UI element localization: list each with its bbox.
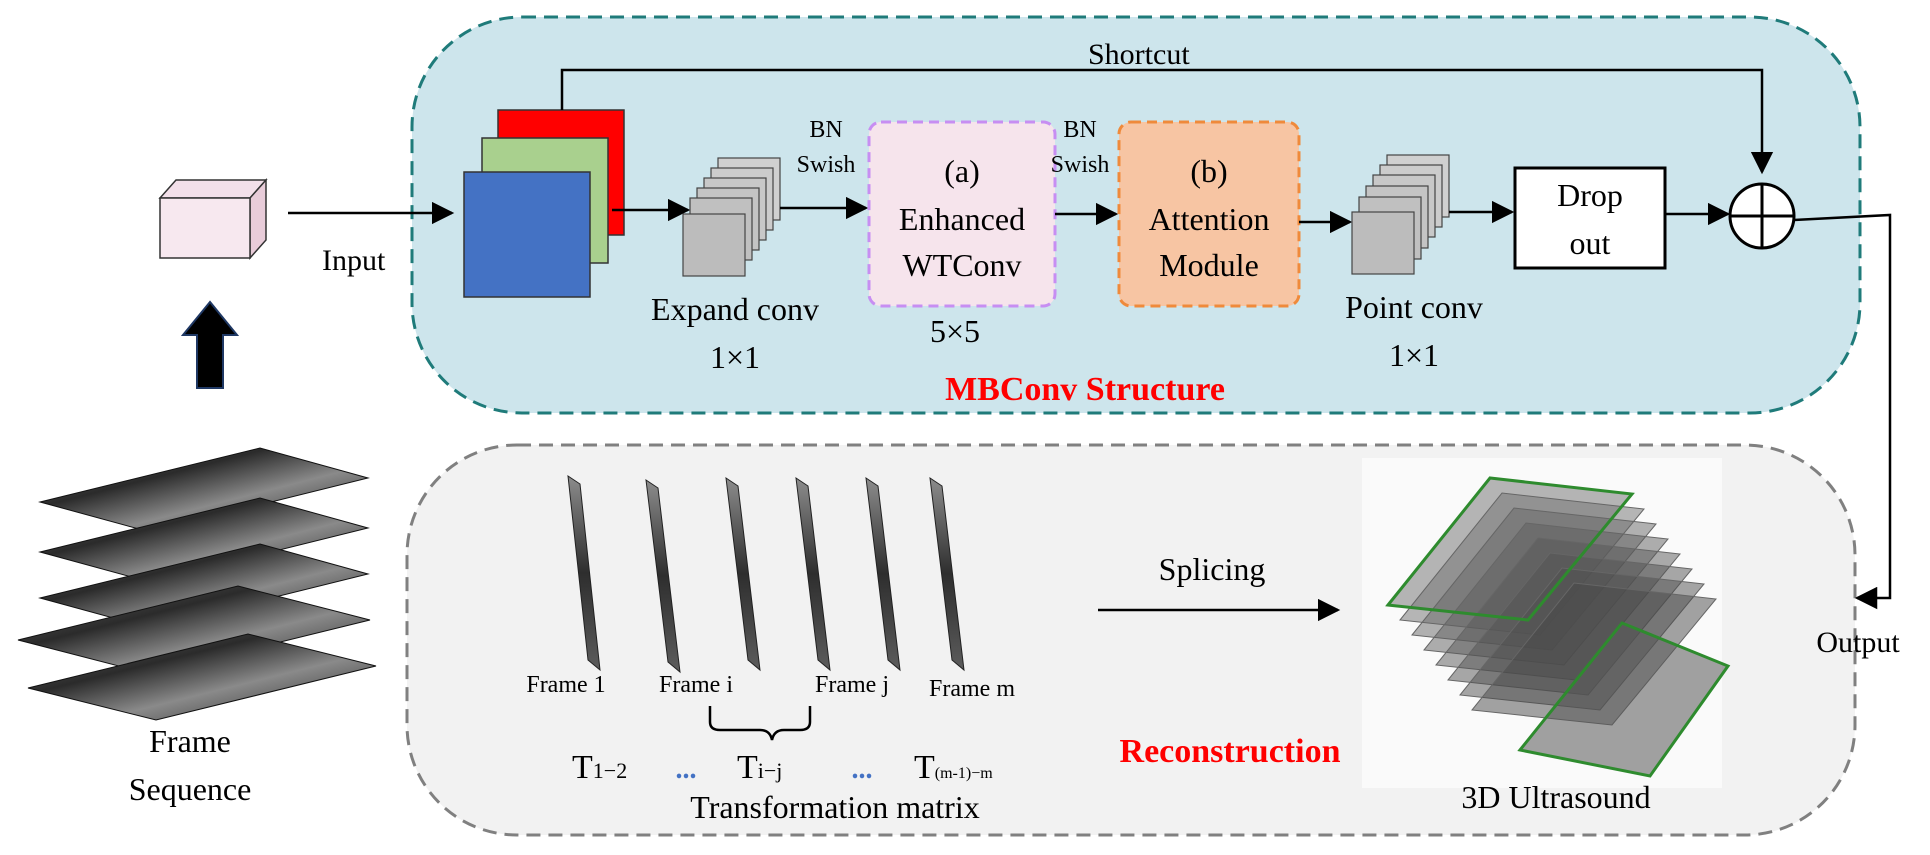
wtconv-line2: WTConv [902,247,1021,283]
up-arrow-icon [180,300,240,389]
point-conv-maps [1351,154,1450,275]
attention-line2: Module [1159,247,1259,283]
frame-label-m: Frame m [929,676,1015,702]
ultrasound-label: 3D Ultrasound [1461,779,1650,815]
mbconv-title: MBConv Structure [945,371,1225,408]
frame-sequence-line2: Sequence [129,771,252,807]
output-connection [1793,213,1892,610]
wtconv-kernel: 5×5 [930,313,980,349]
frame-label-i: Frame i [659,672,733,698]
expand-conv-label: Expand conv [651,291,819,327]
frame-label-j: Frame j [815,672,889,698]
frame-brace [708,706,812,741]
add-operator-icon [1728,182,1796,250]
dropout-line1: Drop [1557,177,1623,213]
wtconv-tag: (a) [944,153,980,189]
attention-module-block [1117,120,1301,308]
shortcut-connection [560,68,1774,175]
input-feature-maps [463,109,625,298]
swish-label-1: Swish [797,152,856,178]
transformation-label: Transformation matrix [690,789,979,825]
output-label: Output [1816,626,1900,659]
swish-label-2: Swish [1051,152,1110,178]
attention-line1: Attention [1149,201,1270,237]
bn-label-2: BN [1063,117,1096,143]
dropout-line2: out [1570,225,1611,261]
input-cube-icon [158,178,268,260]
splicing-label: Splicing [1159,551,1266,587]
frame-sequence-stack [17,447,377,721]
matrix-dots-2: ... [852,754,873,785]
expand-conv-maps [682,157,781,277]
dropout-block [1513,166,1667,270]
ultrasound-volume [1362,458,1731,788]
input-label: Input [322,244,386,277]
matrix-ti: Ti−j [737,749,782,786]
shortcut-label: Shortcut [1088,38,1190,71]
bn-label-1: BN [809,117,842,143]
frame-sequence-line1: Frame [149,723,231,759]
point-conv-label: Point conv [1345,289,1483,325]
point-conv-kernel: 1×1 [1389,337,1439,373]
expand-conv-kernel: 1×1 [710,339,760,375]
frame-label-1: Frame 1 [526,672,605,698]
reconstruction-title: Reconstruction [1120,733,1341,770]
matrix-tm: T(m-1)−m [914,749,993,786]
matrix-t1: T1−2 [572,749,627,786]
matrix-dots-1: ... [676,754,697,785]
attention-tag: (b) [1190,153,1227,189]
wtconv-line1: Enhanced [899,201,1025,237]
frame-slices [567,474,965,674]
